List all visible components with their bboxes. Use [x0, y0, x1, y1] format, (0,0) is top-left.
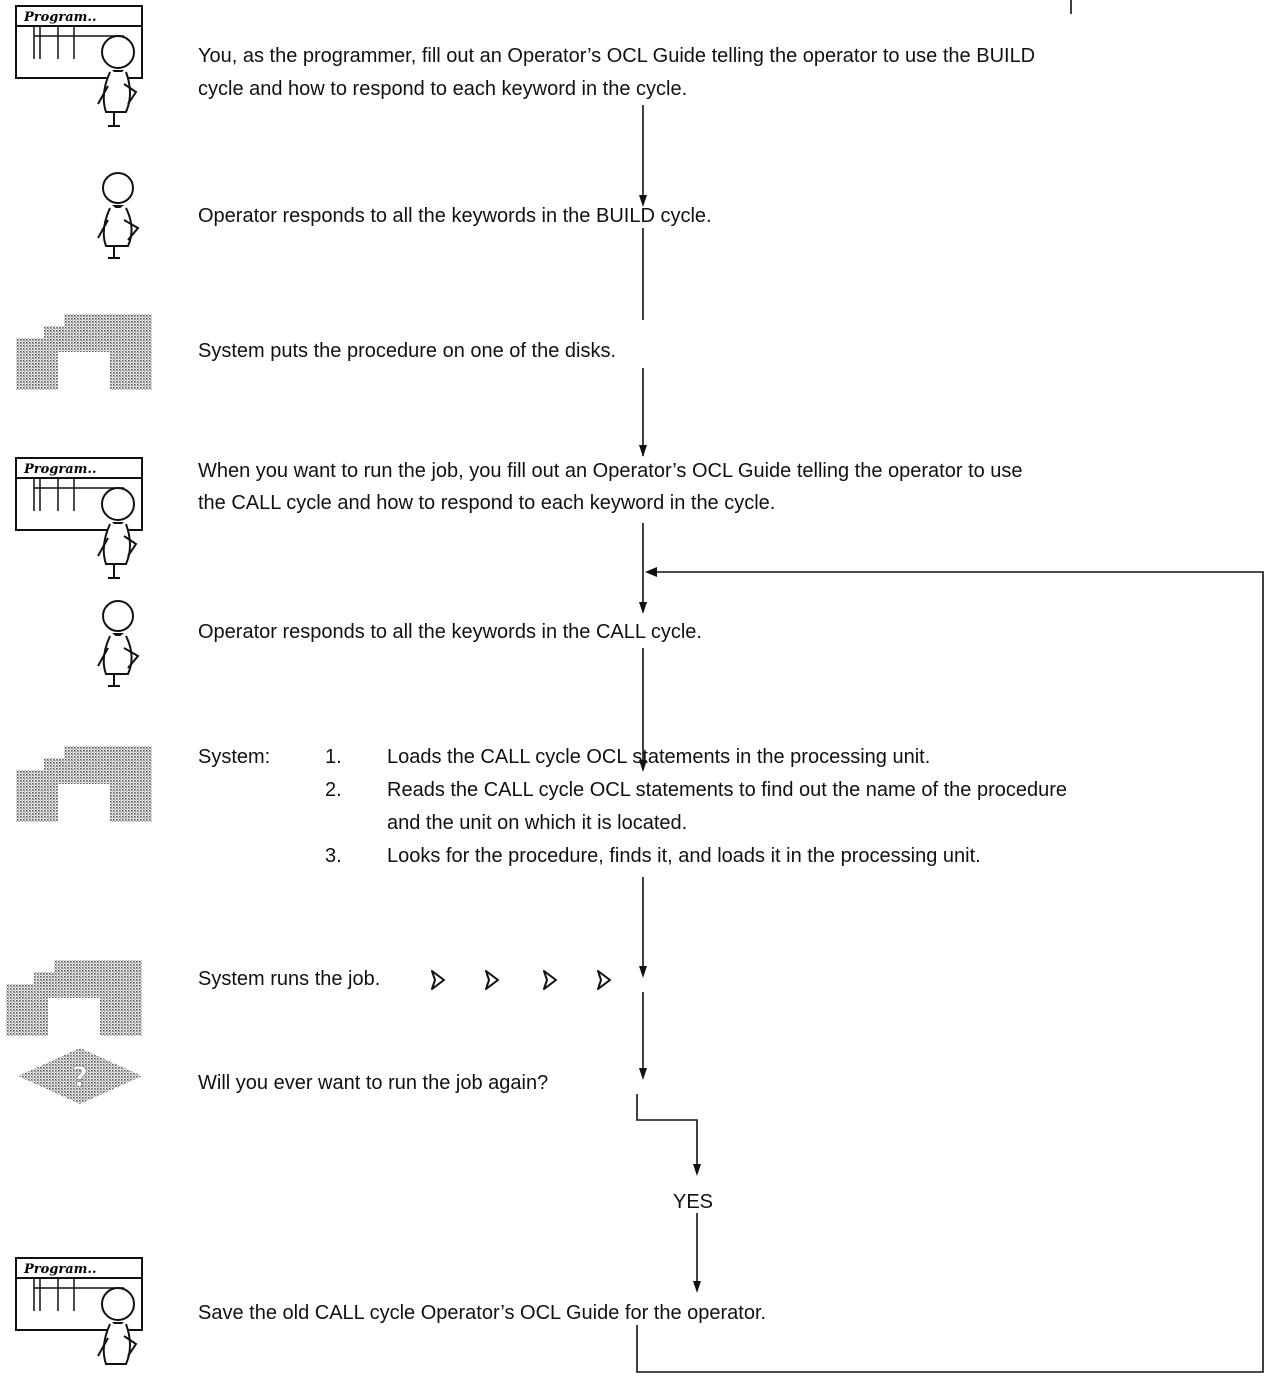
step3-text: System puts the procedure on one of the …	[198, 340, 617, 362]
programmer-icon: Program..	[14, 4, 154, 130]
system-icon	[14, 744, 154, 824]
system-icon	[14, 312, 154, 392]
programmer-icon: Program..	[14, 456, 154, 582]
step6-item1-num: 1.	[325, 746, 342, 768]
program-sign-text: Program..	[23, 1262, 96, 1277]
arrowhead-2	[639, 445, 647, 457]
step6-label: System:	[198, 746, 271, 768]
arrowhead-6	[639, 1068, 647, 1080]
svg-text:?: ?	[72, 1060, 88, 1093]
step6-item2-line1: Reads the CALL cycle OCL statements to f…	[387, 779, 1068, 801]
running-arrows	[428, 965, 618, 995]
step4-line2: the CALL cycle and how to respond to eac…	[198, 492, 776, 514]
step6-item3-text: Looks for the procedure, finds it, and l…	[387, 845, 981, 867]
flow-yes-branch	[636, 1094, 698, 1172]
arrow-outline-icon	[597, 970, 611, 990]
arrowhead-5	[639, 966, 647, 978]
question-diamond-icon: ?	[16, 1046, 144, 1106]
arrow-outline-icon	[431, 970, 445, 990]
operator-icon	[92, 600, 152, 690]
step9-text: Save the old CALL cycle Operator’s OCL G…	[198, 1302, 767, 1324]
arrowhead-3	[639, 602, 647, 614]
step5-text: Operator responds to all the keywords in…	[198, 621, 702, 643]
flow-loop-back	[636, 571, 1264, 1373]
step6-item2-line2: and the unit on which it is located.	[387, 812, 688, 834]
arrowhead-7	[693, 1164, 701, 1176]
operator-icon	[92, 172, 152, 262]
step6-item2-num: 2.	[325, 779, 342, 801]
programmer-icon: Program..	[14, 1256, 154, 1374]
step6-item1-text: Loads the CALL cycle OCL statements in t…	[387, 746, 931, 768]
arrow-outline-icon	[485, 970, 499, 990]
system-icon	[4, 958, 144, 1038]
step2-text: Operator responds to all the keywords in…	[198, 205, 712, 227]
step6-item3-num: 3.	[325, 845, 342, 867]
step4-line1: When you want to run the job, you fill o…	[198, 460, 1023, 482]
arrowhead-4	[639, 760, 647, 772]
step7-text: System runs the job.	[198, 968, 381, 990]
step8-text: Will you ever want to run the job again?	[198, 1072, 549, 1094]
arrowhead-8	[693, 1281, 701, 1293]
yes-label: YES	[673, 1191, 714, 1213]
arrow-outline-icon	[543, 970, 557, 990]
arrowhead-1	[639, 195, 647, 207]
program-sign-text: Program..	[23, 10, 96, 25]
arrowhead-loop	[645, 567, 657, 577]
program-sign-text: Program..	[23, 462, 96, 477]
step1-line2: cycle and how to respond to each keyword…	[198, 78, 688, 100]
step1-line1: You, as the programmer, fill out an Oper…	[198, 45, 1036, 67]
